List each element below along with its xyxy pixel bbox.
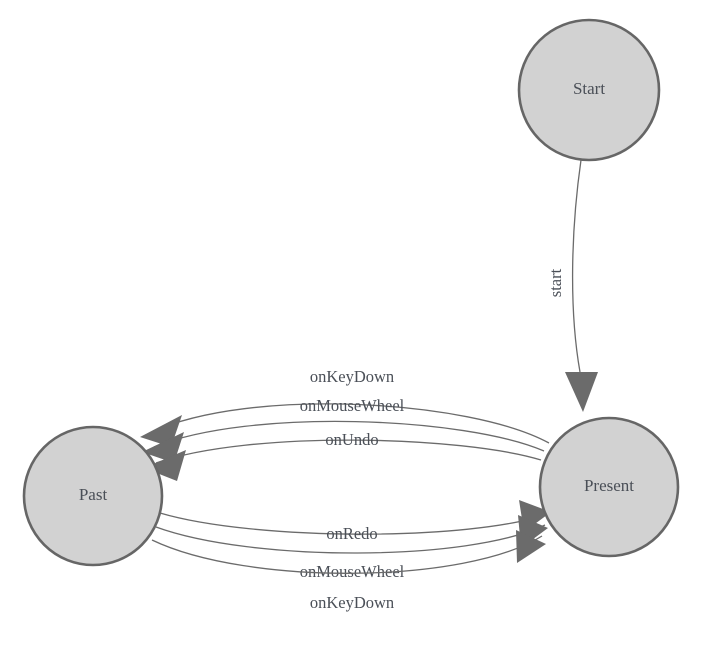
edge-present-to-past-onundo-arrowhead [144,450,186,481]
node-present-circle [538,416,680,558]
edge-present-to-past-onkeydown-path [151,403,550,444]
edge-label-present-past-onmousewheel: onMouseWheel [300,396,405,415]
edge-past-to-present-onkeydown-path [151,535,543,574]
edge-past-to-present-onkeydown[interactable]: onKeyDown [151,530,546,612]
edge-present-to-past-onmousewheel[interactable]: onMouseWheel [142,396,545,463]
edge-past-to-present-onredo[interactable]: onRedo [159,500,551,543]
node-start-circle [517,18,661,162]
node-start[interactable]: Start [517,18,661,162]
edge-start-to-present-path [571,159,582,373]
node-present[interactable]: Present [538,416,680,558]
edge-past-to-present-onredo-path [159,512,549,535]
node-start-label: Start [573,79,605,98]
edge-start-to-present-arrowhead [565,372,598,412]
edge-label-past-present-onkeydown: onKeyDown [310,593,394,612]
edge-present-to-past-onmousewheel-path [153,420,545,452]
edge-start-to-present[interactable]: start [546,159,598,412]
edge-past-to-present-onmousewheel-path [155,524,546,554]
edge-label-present-past-onundo: onUndo [325,430,378,449]
edge-label-past-present-onredo: onRedo [326,524,377,543]
node-past-circle [22,425,164,567]
edge-present-to-past-onmousewheel-arrowhead [142,432,184,463]
edge-present-to-past-onundo-path [155,439,542,464]
edge-label-past-present-onmousewheel: onMouseWheel [300,562,405,581]
edge-present-to-past-onundo[interactable]: onUndo [144,430,542,481]
node-past[interactable]: Past [22,425,164,567]
edge-label-present-past-onkeydown: onKeyDown [310,367,394,386]
node-past-label: Past [79,485,108,504]
node-present-label: Present [584,476,634,495]
edge-label-start: start [546,268,565,297]
edge-past-to-present-onkeydown-arrowhead [516,530,546,563]
